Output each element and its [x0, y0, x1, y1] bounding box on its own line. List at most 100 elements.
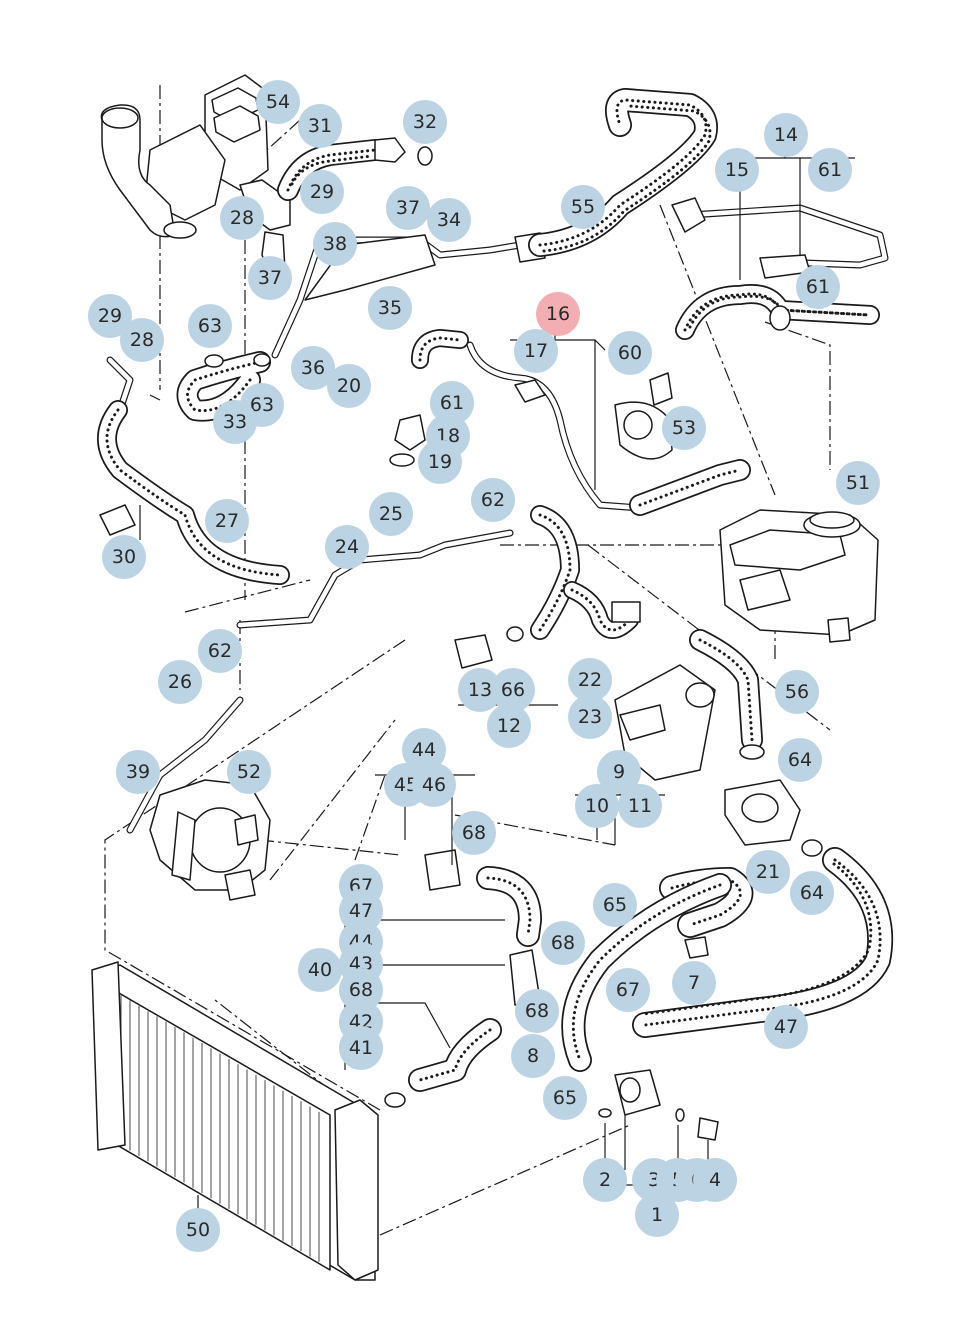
callout-bubble — [746, 850, 790, 894]
callout-66: 66 — [491, 668, 535, 712]
callout-bubble — [88, 294, 132, 338]
callout-19: 19 — [418, 440, 462, 484]
callout-32: 32 — [403, 100, 447, 144]
callout-8: 8 — [511, 1034, 555, 1078]
callout-bubble — [300, 170, 344, 214]
callout-number: 44 — [412, 739, 436, 761]
callout-bubble — [515, 989, 559, 1033]
callout-bubble — [491, 668, 535, 712]
callout-number: 28 — [230, 207, 254, 229]
callout-number: 9 — [613, 761, 625, 783]
callout-1: 1 — [635, 1193, 679, 1237]
callout-number: 25 — [379, 503, 403, 525]
callout-bubble — [313, 222, 357, 266]
callout-number: 54 — [266, 91, 290, 113]
pump-21 — [724, 779, 823, 857]
callout-4: 4 — [693, 1158, 737, 1202]
callout-number: 68 — [551, 932, 575, 954]
hose-65 — [561, 867, 754, 1072]
callout-number: 26 — [168, 671, 192, 693]
callout-bubble — [790, 871, 834, 915]
callout-bubble — [618, 784, 662, 828]
callout-25: 25 — [369, 492, 413, 536]
callout-61: 61 — [796, 265, 840, 309]
callout-27: 27 — [205, 499, 249, 543]
callout-number: 65 — [553, 1087, 577, 1109]
callout-62: 62 — [198, 629, 242, 673]
callout-bubble — [541, 921, 585, 965]
callout-51: 51 — [836, 461, 880, 505]
callout-bubble — [220, 196, 264, 240]
callout-29: 29 — [88, 294, 132, 338]
radiator-50 — [91, 961, 379, 1281]
callout-bubble — [662, 406, 706, 450]
callout-bubble — [597, 750, 641, 794]
callout-number: 50 — [186, 1219, 210, 1241]
callout-65: 65 — [543, 1076, 587, 1120]
callout-bubble — [176, 1208, 220, 1252]
hose-15 — [675, 284, 880, 340]
callout-number: 39 — [126, 761, 150, 783]
pipe-34 — [271, 232, 546, 359]
callout-bubble — [543, 1076, 587, 1120]
callout-10: 10 — [575, 784, 619, 828]
callout-bubble — [458, 668, 502, 712]
callout-64: 64 — [778, 738, 822, 782]
callout-37: 37 — [248, 256, 292, 300]
callout-29: 29 — [300, 170, 344, 214]
callout-bubble — [593, 883, 637, 927]
callout-bubble — [536, 292, 580, 336]
hose-18-assembly — [389, 329, 469, 467]
callout-number: 47 — [349, 900, 373, 922]
callout-bubble — [339, 1026, 383, 1070]
callout-17: 17 — [514, 329, 558, 373]
callout-number: 32 — [413, 111, 437, 133]
callout-number: 63 — [250, 394, 274, 416]
callout-bubble — [427, 198, 471, 242]
callout-40: 40 — [298, 948, 342, 992]
callout-bubble — [568, 695, 612, 739]
callout-20: 20 — [327, 364, 371, 408]
hose-55 — [528, 88, 718, 257]
callout-31: 31 — [298, 104, 342, 148]
callout-number: 14 — [774, 124, 798, 146]
callout-number: 24 — [335, 536, 359, 558]
flange-pump-assembly — [100, 74, 291, 276]
callout-53: 53 — [662, 406, 706, 450]
callout-number: 55 — [571, 196, 595, 218]
callout-bubble — [205, 499, 249, 543]
connector-1 — [598, 1069, 719, 1141]
callout-46: 46 — [412, 763, 456, 807]
callout-56: 56 — [775, 670, 819, 714]
callout-number: 61 — [440, 392, 464, 414]
callout-34: 34 — [427, 198, 471, 242]
callout-number: 13 — [468, 679, 492, 701]
callout-bubble — [672, 961, 716, 1005]
callout-bubble — [291, 346, 335, 390]
callout-number: 53 — [672, 417, 696, 439]
callout-number: 22 — [578, 669, 602, 691]
callout-bubble — [116, 750, 160, 794]
callout-bubble — [608, 331, 652, 375]
callout-number: 62 — [481, 489, 505, 511]
bracket-23 — [614, 664, 716, 781]
callout-33: 33 — [213, 400, 257, 444]
callout-number: 56 — [785, 681, 809, 703]
callout-number: 60 — [618, 342, 642, 364]
callout-bubble — [693, 1158, 737, 1202]
callout-number: 29 — [98, 305, 122, 327]
callout-number: 47 — [774, 1016, 798, 1038]
callout-68: 68 — [452, 811, 496, 855]
callout-61: 61 — [430, 381, 474, 425]
callout-bubble — [764, 1005, 808, 1049]
callout-bubble — [188, 304, 232, 348]
callout-number: 4 — [709, 1169, 721, 1191]
callout-bubble — [256, 80, 300, 124]
hose-47-right — [632, 847, 894, 1038]
callout-bubble — [213, 400, 257, 444]
callout-bubble — [198, 629, 242, 673]
callout-26: 26 — [158, 660, 202, 704]
callout-number: 16 — [546, 303, 570, 325]
callout-bubble — [778, 738, 822, 782]
callout-bubble — [575, 784, 619, 828]
